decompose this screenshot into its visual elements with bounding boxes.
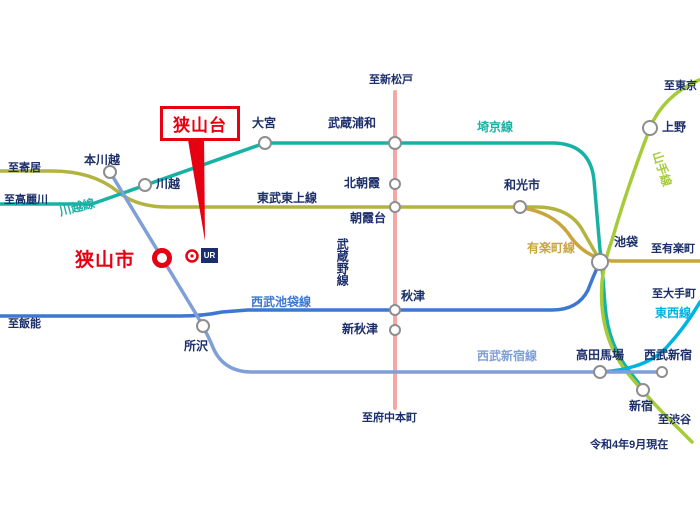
destination-label: 至寄居	[8, 162, 41, 174]
line-label-tozai: 東西線	[655, 306, 692, 320]
station-label: 川越	[156, 177, 181, 191]
line-label-yurakucho: 有楽町線	[527, 241, 576, 255]
destination-label: 至東京	[664, 80, 697, 92]
station-dot	[513, 200, 527, 214]
station-label: 西武新宿	[644, 348, 693, 362]
station-dot	[138, 178, 152, 192]
station-label: 大宮	[252, 116, 277, 130]
highlight-station-label: 狭山市	[75, 250, 136, 271]
station-label: 秋津	[401, 289, 426, 303]
station-dot	[258, 136, 272, 150]
station-label: 池袋	[614, 235, 639, 249]
station-label: 新宿	[629, 399, 654, 413]
line-tobu-tojo	[0, 169, 601, 261]
station-dot	[388, 136, 402, 150]
station-dot	[103, 165, 117, 179]
station-label: 高田馬場	[576, 348, 625, 362]
line-label-seibu_ikebukuro: 西武池袋線	[251, 295, 312, 309]
station-label: 武蔵浦和	[328, 116, 377, 130]
stations-layer	[103, 120, 668, 397]
station-label: 和光市	[504, 178, 541, 192]
station-dot	[389, 201, 401, 213]
destination-label: 至大手町	[652, 288, 696, 300]
destination-label: 至渋谷	[658, 414, 691, 426]
seibu-logo-icon	[185, 249, 199, 263]
station-label: 朝霞台	[350, 211, 387, 225]
line-tozai	[599, 300, 700, 374]
station-dot	[591, 253, 609, 271]
station-label: 北朝霞	[344, 176, 381, 190]
date-note: 令和4年9月現在	[590, 439, 669, 451]
destination-label: 至有楽町	[651, 243, 695, 255]
callout-box: 狭山台	[160, 106, 240, 141]
line-label-seibu_shinjuku: 西武新宿線	[477, 349, 538, 363]
station-dot	[389, 178, 401, 190]
callout-arrow	[187, 134, 205, 241]
station-dot	[642, 120, 658, 136]
destination-label: 至府中本町	[362, 412, 417, 424]
station-dot	[593, 365, 607, 379]
highlight-station-marker	[152, 248, 172, 268]
callout-label: 狭山台	[173, 116, 227, 135]
line-label-saikyo: 埼京線	[477, 120, 514, 134]
station-dot	[196, 319, 210, 333]
station-dot	[389, 304, 401, 316]
station-label: 所沢	[184, 339, 209, 353]
station-dot	[636, 383, 650, 397]
station-label: 上野	[662, 120, 687, 134]
station-dot	[656, 366, 668, 378]
station-label: 本川越	[84, 153, 121, 167]
station-dot	[389, 324, 401, 336]
station-label: 新秋津	[342, 322, 379, 336]
line-seibu-ikebukuro	[0, 262, 601, 318]
destination-label: 至高麗川	[4, 194, 48, 206]
destination-label: 至新松戸	[369, 74, 413, 86]
ur-logo: UR	[201, 248, 218, 263]
line-label-tojo: 東武東上線	[257, 191, 318, 205]
destination-label: 至飯能	[8, 318, 41, 330]
line-label-musashino: 武蔵野線	[335, 238, 350, 286]
